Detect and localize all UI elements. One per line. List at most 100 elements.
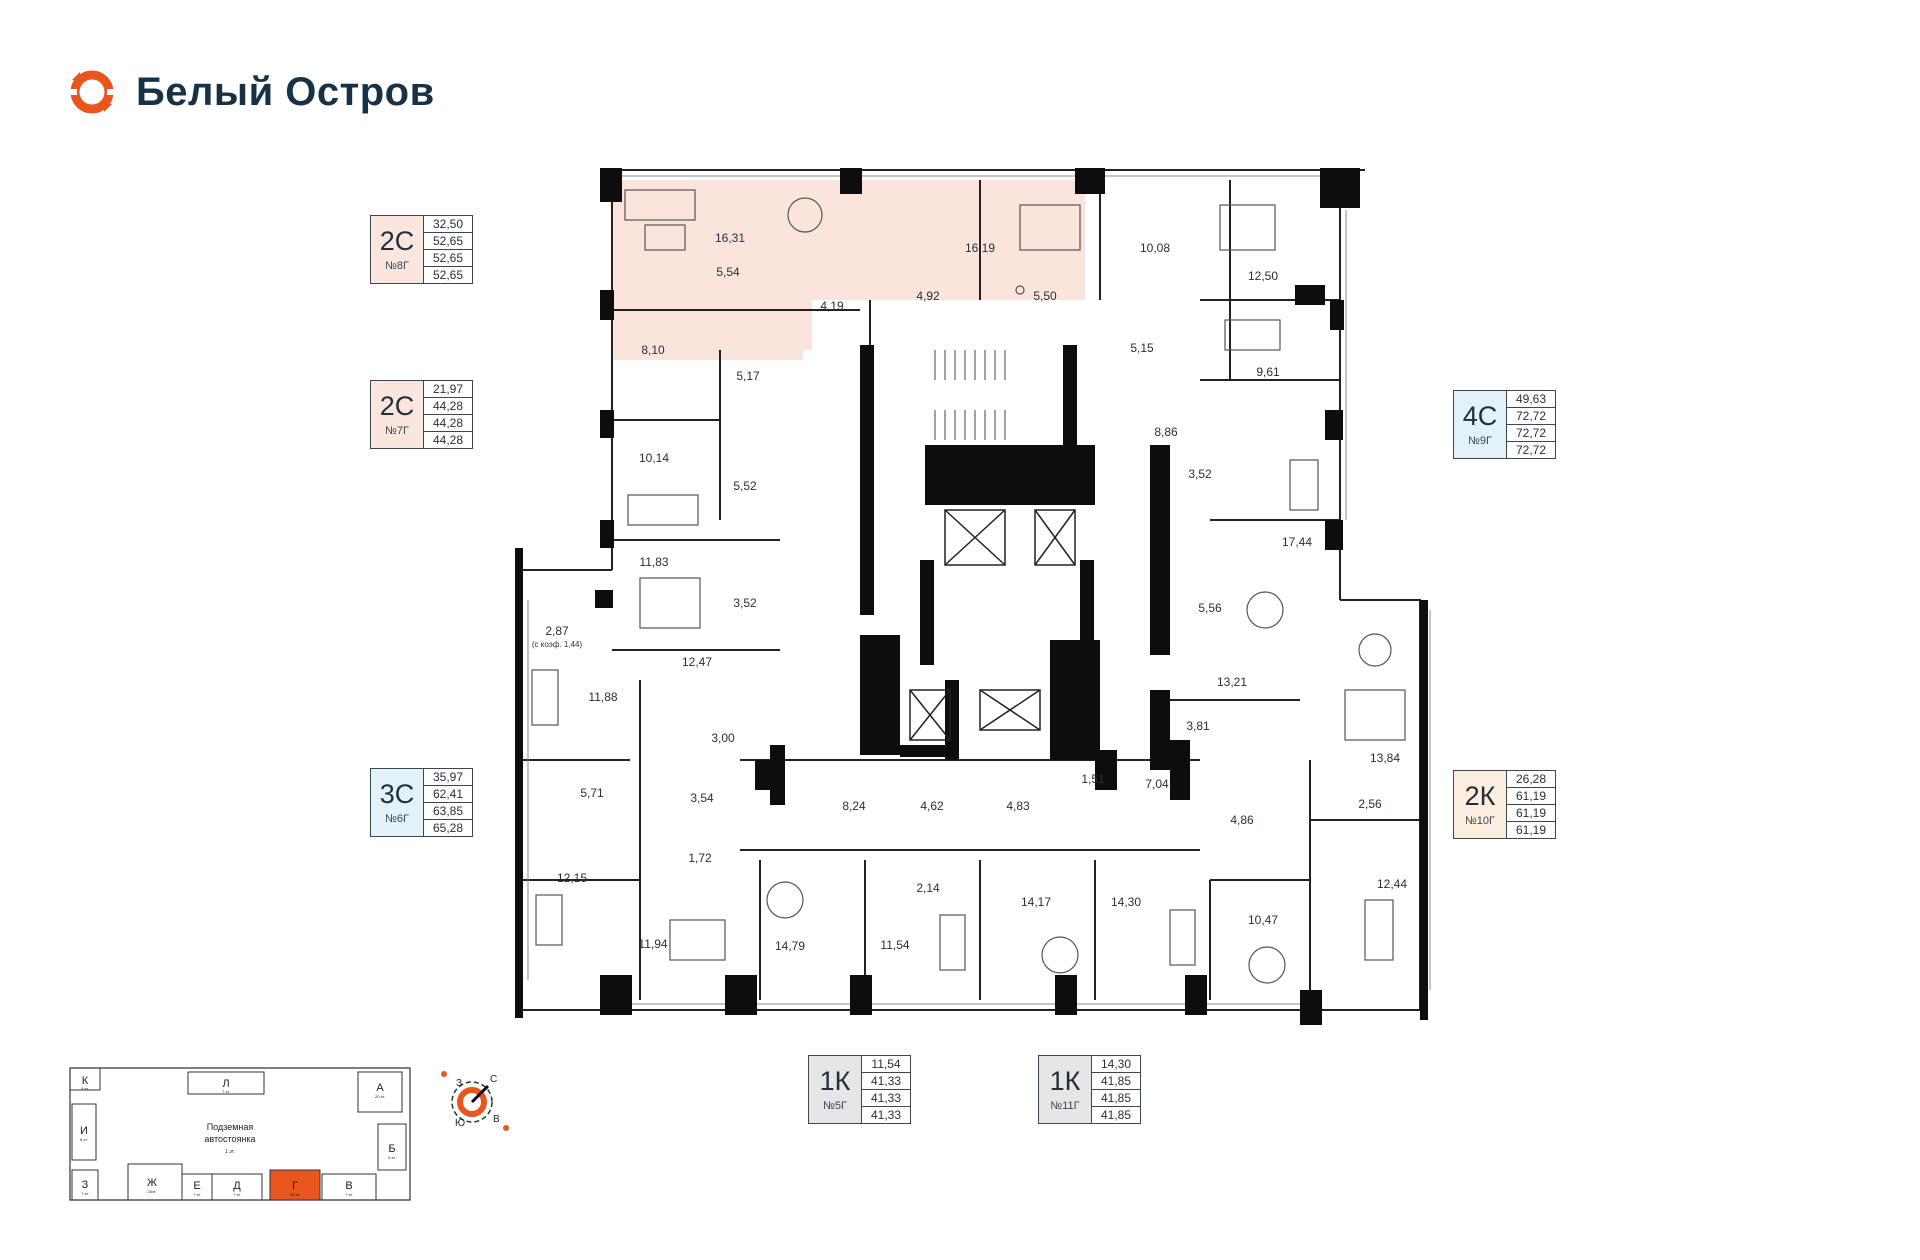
- svg-text:7 эт.: 7 эт.: [193, 1192, 201, 1197]
- brand-name: Белый Остров: [136, 69, 435, 114]
- svg-text:20 эт.: 20 эт.: [375, 1094, 385, 1099]
- room-area: 3,52: [1188, 467, 1212, 481]
- room-area: 4,19: [820, 299, 844, 313]
- room-area: 11,54: [880, 938, 909, 952]
- highlighted-building: [269, 1169, 321, 1201]
- room-area: 5,56: [1198, 601, 1222, 615]
- room-area: 13,21: [1217, 675, 1247, 689]
- room-area: 4,83: [1006, 799, 1030, 813]
- room-area: 10,47: [1248, 913, 1278, 927]
- svg-text:7 эт.: 7 эт.: [233, 1192, 241, 1197]
- room-area: 5,50: [1033, 289, 1057, 303]
- svg-text:А: А: [376, 1082, 384, 1094]
- svg-text:З: З: [456, 1078, 462, 1089]
- room-area: 11,88: [588, 690, 617, 704]
- compass-icon: З С Ю В: [441, 1071, 509, 1131]
- room-area: 1,72: [688, 851, 712, 865]
- room-area: 8,86: [1154, 425, 1178, 439]
- room-area: 5,71: [580, 786, 604, 800]
- ring-logo-icon: [70, 70, 114, 114]
- highlighted-apartment: [612, 180, 1085, 360]
- svg-text:9 эт.: 9 эт.: [388, 1155, 396, 1160]
- room-area: 16,19: [965, 241, 995, 255]
- room-area: 5,15: [1130, 341, 1154, 355]
- room-area: 5,52: [733, 479, 757, 493]
- room-area: 4,62: [920, 799, 944, 813]
- room-area: 14,17: [1021, 895, 1051, 909]
- svg-text:К: К: [82, 1075, 89, 1087]
- room-area: 17,44: [1282, 535, 1312, 549]
- room-area: 10,14: [639, 451, 669, 465]
- room-area: 3,54: [690, 791, 714, 805]
- room-area: 12,50: [1248, 269, 1278, 283]
- svg-text:Подземная: Подземная: [207, 1122, 254, 1132]
- room-area: 11,83: [639, 555, 668, 569]
- svg-text:Б: Б: [388, 1143, 395, 1155]
- room-area: 4,92: [916, 289, 940, 303]
- room-area: 5,17: [736, 369, 760, 383]
- room-area: 8,10: [641, 343, 665, 357]
- svg-text:С: С: [490, 1074, 497, 1085]
- svg-text:Ю: Ю: [455, 1118, 465, 1129]
- svg-text:автостоянка: автостоянка: [204, 1134, 255, 1144]
- svg-text:7 эт.: 7 эт.: [81, 1191, 89, 1196]
- svg-text:Г: Г: [292, 1180, 298, 1192]
- room-area: 13,84: [1370, 751, 1400, 765]
- room-area: 14,79: [775, 939, 805, 953]
- svg-text:Д: Д: [233, 1180, 241, 1192]
- room-area: 8,24: [842, 799, 866, 813]
- room-area: 1,51: [1081, 772, 1105, 786]
- svg-text:7 эт.: 7 эт.: [345, 1192, 353, 1197]
- room-area: 11,94: [638, 937, 667, 951]
- room-area: 12,15: [557, 871, 587, 885]
- svg-text:7 эт.: 7 эт.: [222, 1089, 230, 1094]
- room-area: 12,44: [1377, 877, 1407, 891]
- room-area: 3,52: [733, 596, 757, 610]
- svg-text:В: В: [493, 1114, 500, 1125]
- room-area: 10,08: [1140, 241, 1170, 255]
- svg-text:Л: Л: [222, 1078, 229, 1090]
- room-area: 4,86: [1230, 813, 1254, 827]
- room-area: 5,54: [716, 265, 740, 279]
- room-area: 3,00: [711, 731, 735, 745]
- svg-text:1 эт.: 1 эт.: [225, 1149, 235, 1155]
- room-area: 16,31: [715, 231, 745, 245]
- room-area: 12,47: [682, 655, 712, 669]
- svg-text:З: З: [82, 1179, 89, 1191]
- room-area: 9,61: [1256, 365, 1280, 379]
- svg-text:Ж: Ж: [147, 1177, 157, 1189]
- site-plan: К 9 эт. Л 7 эт. А 20 эт. И 8 эт. Б 9 эт.…: [69, 1067, 411, 1201]
- svg-text:30 эт.: 30 эт.: [290, 1192, 300, 1197]
- room-area: 2,56: [1358, 797, 1382, 811]
- room-area: 3,81: [1186, 719, 1210, 733]
- svg-text:25эт.: 25эт.: [148, 1189, 157, 1194]
- svg-text:9 эт.: 9 эт.: [81, 1086, 89, 1091]
- svg-text:В: В: [345, 1180, 352, 1192]
- room-area: 2,87: [545, 624, 569, 638]
- room-area: 14,30: [1111, 895, 1141, 909]
- svg-text:И: И: [80, 1125, 88, 1137]
- svg-text:8 эт.: 8 эт.: [80, 1137, 88, 1142]
